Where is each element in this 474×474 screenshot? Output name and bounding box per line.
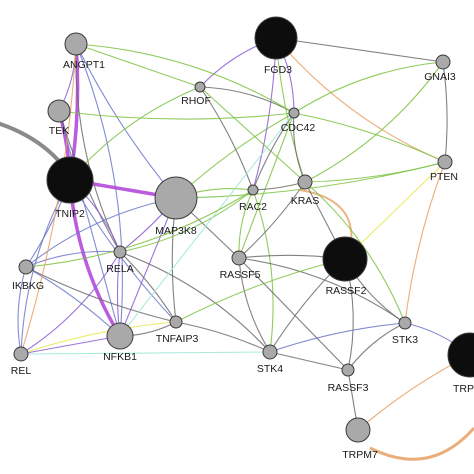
edge-offcanvas-gray-left bbox=[0, 121, 60, 162]
node-nfkb1[interactable] bbox=[106, 322, 134, 350]
node-label-trpm6: TRP bbox=[453, 383, 474, 395]
edge-rela-stk4 bbox=[119, 251, 271, 353]
node-label-tnfaip3: TNFAIP3 bbox=[156, 333, 199, 345]
node-rac2[interactable] bbox=[247, 184, 259, 196]
node-stk3[interactable] bbox=[398, 316, 412, 330]
node-label-angpt1: ANGPT1 bbox=[63, 59, 105, 71]
nodes-layer bbox=[13, 16, 474, 443]
node-label-rel: REL bbox=[11, 365, 32, 377]
node-ikbkg[interactable] bbox=[18, 259, 34, 275]
edge-rac2-stk4 bbox=[252, 189, 274, 353]
edge-gnai3-pten bbox=[442, 61, 448, 163]
node-label-rela: RELA bbox=[106, 263, 133, 275]
edge-cdc42-rassf5 bbox=[238, 112, 295, 259]
edge-angpt1-rhof bbox=[75, 43, 201, 88]
node-label-rhof: RHOF bbox=[181, 95, 211, 107]
node-rela[interactable] bbox=[113, 245, 127, 259]
edge-kras-rassf5 bbox=[238, 181, 306, 259]
node-stk4[interactable] bbox=[262, 344, 278, 360]
edge-stk4-tnfaip3 bbox=[175, 321, 271, 353]
edge-rel-ikbkg bbox=[17, 266, 27, 355]
edge-nfkb1-cdc42 bbox=[119, 112, 295, 337]
edge-rel-stk4 bbox=[20, 351, 271, 355]
node-label-rassf5: RASSF5 bbox=[220, 269, 261, 281]
node-rassf2[interactable] bbox=[322, 236, 368, 282]
node-trpm7[interactable] bbox=[345, 417, 371, 443]
node-rassf5[interactable] bbox=[231, 250, 247, 266]
edge-rassf5-stk4 bbox=[238, 257, 271, 353]
node-label-rassf2: RASSF2 bbox=[326, 285, 367, 297]
edge-rassf5-stk3 bbox=[238, 257, 406, 324]
edge-stk3-rassf3 bbox=[347, 322, 406, 371]
edge-rela-rel bbox=[20, 251, 121, 355]
node-pten[interactable] bbox=[437, 154, 453, 170]
node-cdc42[interactable] bbox=[288, 107, 300, 119]
node-rassf3[interactable] bbox=[341, 363, 355, 377]
node-label-stk4: STK4 bbox=[257, 363, 283, 375]
node-rhof[interactable] bbox=[194, 81, 206, 93]
edge-rela-tnfaip3 bbox=[119, 251, 177, 323]
node-label-tnip2: TNIP2 bbox=[55, 208, 85, 220]
edge-rhof-rac2 bbox=[199, 86, 254, 191]
node-rel[interactable] bbox=[13, 346, 29, 362]
edge-tek-nfkb1 bbox=[58, 110, 121, 337]
node-label-map3k8: MAP3K8 bbox=[155, 225, 197, 237]
node-fgd3[interactable] bbox=[254, 16, 298, 60]
edge-angpt1-map3k8 bbox=[75, 43, 177, 199]
node-label-stk3: STK3 bbox=[392, 334, 418, 346]
node-tnip2[interactable] bbox=[46, 156, 94, 204]
node-angpt1[interactable] bbox=[64, 32, 88, 56]
node-label-rac2: RAC2 bbox=[239, 201, 267, 213]
node-tek[interactable] bbox=[47, 99, 71, 123]
edge-ikbkg-rac2 bbox=[25, 189, 254, 268]
node-label-ikbkg: IKBKG bbox=[12, 280, 44, 292]
edge-rel-tnfaip3 bbox=[20, 321, 177, 355]
node-label-pten: PTEN bbox=[430, 171, 458, 183]
node-label-nfkb1: NFKB1 bbox=[103, 351, 137, 363]
node-label-fgd3: FGD3 bbox=[264, 64, 292, 76]
edge-kras-gnai3 bbox=[304, 61, 444, 183]
edge-angpt1-cdc42 bbox=[75, 43, 295, 114]
edge-pten-stk3 bbox=[404, 161, 446, 324]
edge-stk4-stk3 bbox=[269, 322, 406, 353]
edge-cdc42-rac2 bbox=[252, 112, 295, 191]
edge-map3k8-pten bbox=[175, 161, 446, 199]
edge-cdc42-gnai3 bbox=[293, 61, 444, 114]
node-trpm6[interactable] bbox=[447, 332, 474, 378]
node-label-rassf3: RASSF3 bbox=[328, 382, 369, 394]
node-label-tek: TEK bbox=[49, 125, 69, 137]
node-label-trpm7: TRPM7 bbox=[342, 449, 378, 461]
edge-rassf5-rassf3 bbox=[238, 257, 349, 371]
edge-offcanvas-orange-bottom bbox=[369, 427, 474, 461]
node-label-cdc42: CDC42 bbox=[281, 122, 316, 134]
edge-rela-ikbkg bbox=[25, 250, 121, 268]
edge-angpt1-rela bbox=[75, 43, 121, 253]
node-label-gnai3: GNAI3 bbox=[424, 71, 456, 83]
edge-rela-rac2 bbox=[119, 189, 254, 253]
edge-angpt1-rel bbox=[20, 43, 77, 355]
edge-cdc42-pten bbox=[293, 112, 446, 163]
edge-tek-cdc42 bbox=[58, 110, 295, 120]
node-tnfaip3[interactable] bbox=[169, 315, 183, 329]
node-kras[interactable] bbox=[297, 174, 313, 190]
node-map3k8[interactable] bbox=[154, 176, 198, 220]
node-gnai3[interactable] bbox=[435, 54, 451, 70]
edge-rhof-kras bbox=[199, 86, 306, 183]
node-label-kras: KRAS bbox=[291, 195, 320, 207]
